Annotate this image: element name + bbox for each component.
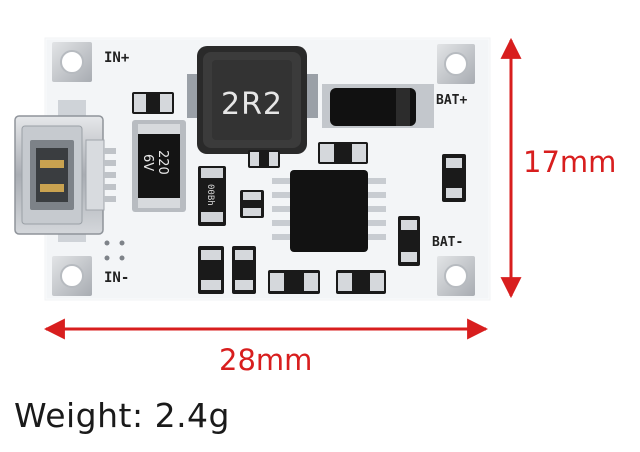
smd-resistor-right-top bbox=[442, 154, 466, 202]
smd-capacitor-small bbox=[240, 190, 264, 218]
smd-resistor-top bbox=[132, 92, 174, 114]
capacitor-marking-6v: 6V bbox=[140, 154, 155, 171]
smd-resistor-bottom-3 bbox=[268, 270, 320, 294]
mounting-hole-bottom-left bbox=[52, 256, 92, 296]
inductor-2r2: 2R2 bbox=[187, 46, 318, 154]
micro-usb-connector bbox=[14, 100, 116, 242]
width-dimension-label: 28mm bbox=[219, 343, 313, 377]
silk-in-plus: IN+ bbox=[104, 50, 129, 66]
smd-resistor-right-bottom bbox=[398, 216, 420, 266]
boost-ic bbox=[272, 170, 386, 252]
inductor-marking: 2R2 bbox=[221, 87, 283, 122]
weight-caption: Weight: 2.4g bbox=[14, 396, 231, 435]
capacitor-220-6v: 220 6V bbox=[132, 120, 186, 212]
mounting-hole-top-right bbox=[437, 44, 475, 84]
schottky-diode bbox=[322, 84, 434, 128]
silk-bat-plus: BAT+ bbox=[436, 93, 467, 108]
smd-resistor-ic-top bbox=[318, 142, 368, 164]
smd-resistor-mid bbox=[248, 150, 280, 168]
mounting-hole-bottom-right bbox=[437, 256, 475, 296]
smd-resistor-bottom-1 bbox=[198, 246, 224, 294]
smd-resistor-bottom-4 bbox=[336, 270, 386, 294]
silk-in-minus: IN- bbox=[104, 270, 129, 286]
mounting-hole-top-left bbox=[52, 42, 92, 82]
vias bbox=[104, 240, 125, 261]
small-capacitor: 00Bh bbox=[198, 166, 226, 226]
smd-resistor-bottom-2 bbox=[232, 246, 256, 294]
capacitor-marking-220: 220 bbox=[155, 150, 170, 175]
height-dimension-label: 17mm bbox=[523, 145, 617, 179]
small-cap-marking: 00Bh bbox=[205, 184, 215, 206]
silk-bat-minus: BAT- bbox=[432, 235, 463, 250]
